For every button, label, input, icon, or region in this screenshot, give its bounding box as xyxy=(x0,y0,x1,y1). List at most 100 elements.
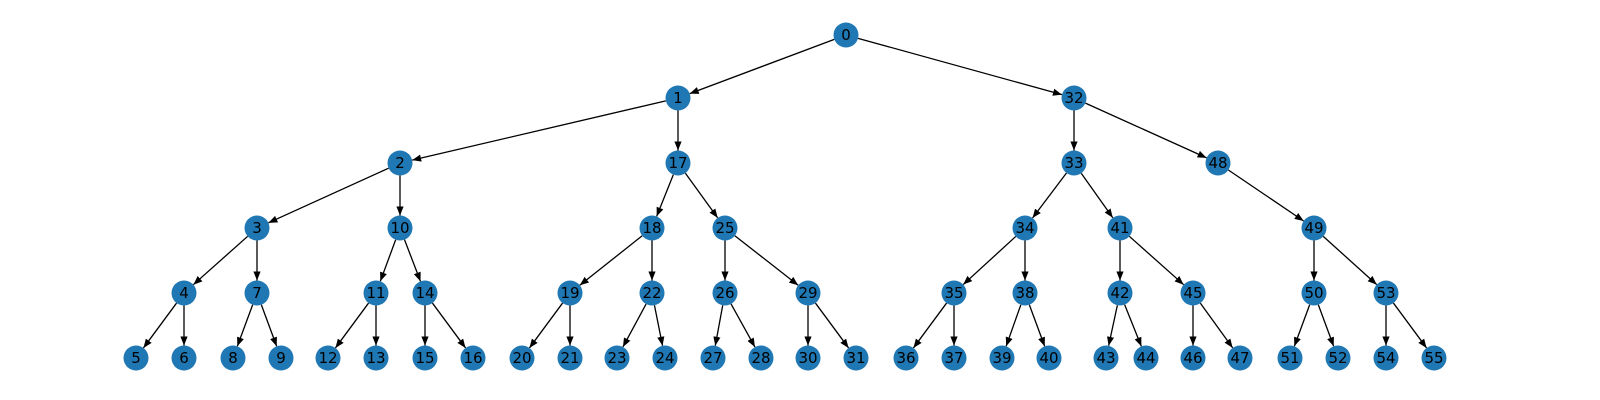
node-label: 11 xyxy=(366,284,385,302)
edge-42-44 xyxy=(1124,304,1142,347)
node-9: 9 xyxy=(268,345,294,371)
edge-10-14 xyxy=(403,239,422,282)
node-label: 52 xyxy=(1328,349,1347,367)
edge-53-55 xyxy=(1392,302,1428,349)
edge-1-2 xyxy=(412,100,666,162)
node-label: 2 xyxy=(395,154,405,172)
node-52: 52 xyxy=(1325,345,1351,371)
node-circle xyxy=(363,345,389,371)
node-circle xyxy=(1061,150,1087,176)
node-circle xyxy=(171,345,197,371)
node-label: 55 xyxy=(1424,349,1443,367)
edge-17-18 xyxy=(656,174,674,217)
node-label: 36 xyxy=(896,349,915,367)
edge-34-35 xyxy=(962,235,1017,286)
node-label: 10 xyxy=(390,219,409,237)
node-label: 3 xyxy=(252,219,262,237)
node-label: 15 xyxy=(415,349,434,367)
node-circle xyxy=(639,280,665,306)
node-circle xyxy=(1107,280,1133,306)
edge-3-4 xyxy=(192,235,249,286)
node-54: 54 xyxy=(1373,345,1399,371)
node-51: 51 xyxy=(1277,345,1303,371)
node-circle xyxy=(557,280,583,306)
node-label: 19 xyxy=(560,284,579,302)
node-label: 48 xyxy=(1208,154,1227,172)
node-47: 47 xyxy=(1227,345,1253,371)
edge-2-3 xyxy=(268,167,389,224)
edge-33-41 xyxy=(1080,172,1114,219)
node-circle xyxy=(1012,215,1038,241)
node-circle xyxy=(700,345,726,371)
node-50: 50 xyxy=(1301,280,1327,306)
node-circle xyxy=(244,215,270,241)
node-circle xyxy=(665,85,691,111)
node-44: 44 xyxy=(1133,345,1159,371)
node-35: 35 xyxy=(941,280,967,306)
node-circle xyxy=(833,22,859,48)
node-label: 35 xyxy=(944,284,963,302)
node-circle xyxy=(665,150,691,176)
node-label: 18 xyxy=(642,219,661,237)
node-32: 32 xyxy=(1061,85,1087,111)
node-label: 8 xyxy=(228,349,238,367)
node-label: 39 xyxy=(992,349,1011,367)
node-4: 4 xyxy=(171,280,197,306)
edge-11-12 xyxy=(334,302,370,349)
node-label: 30 xyxy=(798,349,817,367)
node-11: 11 xyxy=(363,280,389,306)
node-circle xyxy=(268,345,294,371)
edge-50-52 xyxy=(1317,304,1335,347)
node-12: 12 xyxy=(315,345,341,371)
node-circle xyxy=(795,345,821,371)
node-27: 27 xyxy=(700,345,726,371)
node-38: 38 xyxy=(1012,280,1038,306)
node-circle xyxy=(387,215,413,241)
node-36: 36 xyxy=(893,345,919,371)
node-13: 13 xyxy=(363,345,389,371)
node-label: 24 xyxy=(655,349,674,367)
node-circle xyxy=(795,280,821,306)
node-circle xyxy=(1421,345,1447,371)
node-label: 47 xyxy=(1230,349,1249,367)
node-circle xyxy=(509,345,535,371)
node-circle xyxy=(315,345,341,371)
node-22: 22 xyxy=(639,280,665,306)
edge-25-29 xyxy=(734,235,799,286)
node-label: 13 xyxy=(366,349,385,367)
node-circle xyxy=(1205,150,1231,176)
node-circle xyxy=(748,345,774,371)
edge-10-11 xyxy=(379,239,397,282)
node-circle xyxy=(1277,345,1303,371)
node-label: 9 xyxy=(276,349,286,367)
node-label: 54 xyxy=(1376,349,1395,367)
node-circle xyxy=(220,345,246,371)
node-circle xyxy=(1061,85,1087,111)
node-label: 23 xyxy=(607,349,626,367)
node-circle xyxy=(1301,215,1327,241)
edge-35-36 xyxy=(912,302,948,349)
node-48: 48 xyxy=(1205,150,1231,176)
node-37: 37 xyxy=(941,345,967,371)
node-label: 53 xyxy=(1376,284,1395,302)
node-8: 8 xyxy=(220,345,246,371)
node-circle xyxy=(557,345,583,371)
node-label: 43 xyxy=(1096,349,1115,367)
node-18: 18 xyxy=(639,215,665,241)
node-label: 33 xyxy=(1064,154,1083,172)
edge-42-43 xyxy=(1107,305,1119,346)
node-circle xyxy=(639,215,665,241)
node-10: 10 xyxy=(387,215,413,241)
node-41: 41 xyxy=(1107,215,1133,241)
node-43: 43 xyxy=(1093,345,1119,371)
node-label: 44 xyxy=(1136,349,1155,367)
node-7: 7 xyxy=(244,280,270,306)
node-label: 41 xyxy=(1110,219,1129,237)
node-circle xyxy=(1133,345,1159,371)
node-circle xyxy=(893,345,919,371)
node-label: 21 xyxy=(560,349,579,367)
node-29: 29 xyxy=(795,280,821,306)
node-circle xyxy=(1227,345,1253,371)
